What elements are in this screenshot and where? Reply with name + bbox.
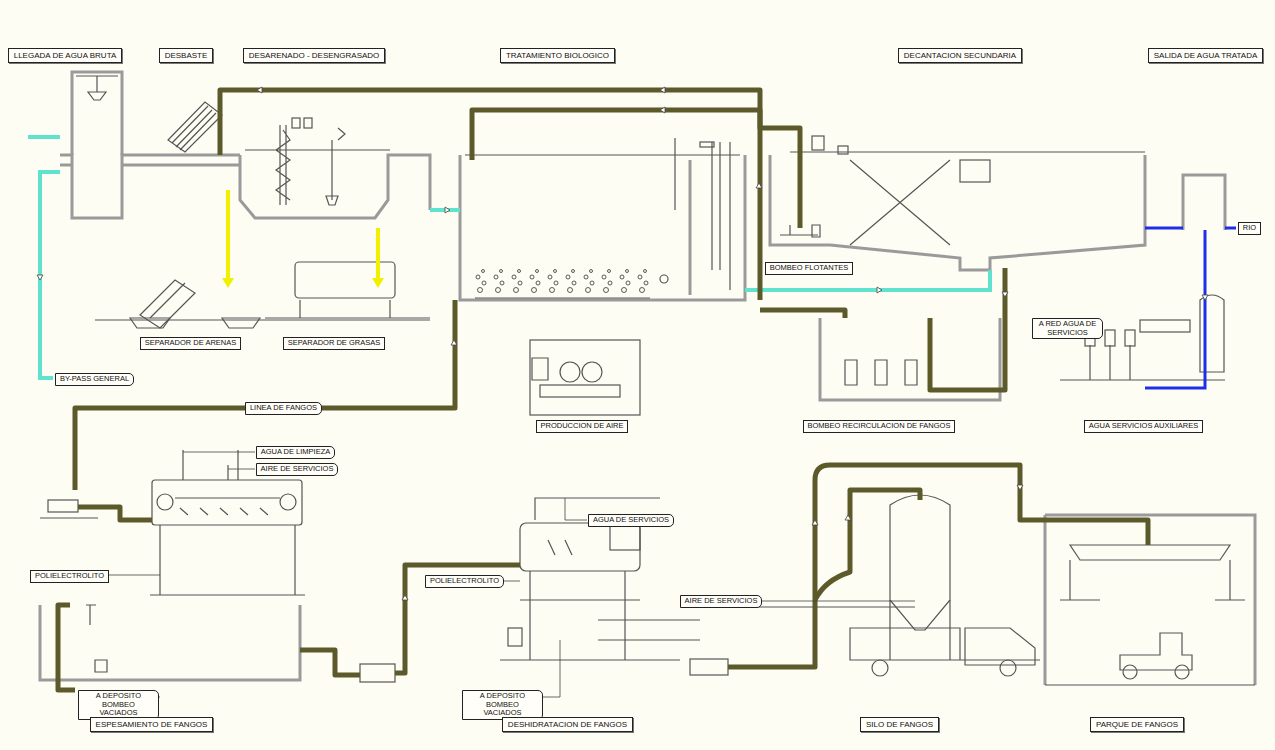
label-text: PRODUCCION DE AIRE bbox=[541, 422, 624, 431]
section-heading: SILO DE FANGOS bbox=[860, 717, 939, 732]
pipe-label: BY-PASS GENERAL bbox=[55, 373, 134, 386]
feed-arrowheads bbox=[222, 278, 384, 288]
equipment-label: AGUA SERVICIOS AUXILIARES bbox=[1084, 420, 1203, 433]
equipment-label: SEPARADOR DE GRASAS bbox=[283, 337, 385, 350]
label-text: PARQUE DE FANGOS bbox=[1096, 720, 1178, 729]
section-heading: TRATAMIENTO BIOLOGICO bbox=[500, 48, 615, 63]
aeration-bubbles bbox=[475, 270, 650, 299]
label-text: A DEPOSITO BOMBEO VACIADOS bbox=[466, 692, 539, 718]
section-heading: DECANTACION SECUNDARIA bbox=[898, 48, 1022, 63]
label-text: DECANTACION SECUNDARIA bbox=[904, 51, 1016, 60]
pipe-destination-label: A DEPOSITO BOMBEO VACIADOS bbox=[78, 690, 159, 720]
label-text: LINEA DE FANGOS bbox=[250, 404, 317, 413]
label-text: RIO bbox=[1243, 224, 1256, 233]
label-text: TRATAMIENTO BIOLOGICO bbox=[506, 51, 609, 60]
chemical-label: POLIELECTROLITO bbox=[425, 575, 504, 588]
sludge-pipes bbox=[58, 90, 1148, 690]
feed-arrows bbox=[228, 190, 378, 280]
label-text: BOMBEO RECIRCULACION DE FANGOS bbox=[808, 422, 951, 431]
outlet-label: RIO bbox=[1238, 222, 1261, 235]
label-text: AGUA DE LIMPIEZA bbox=[261, 448, 331, 457]
service-lines bbox=[102, 452, 915, 697]
label-text: DESARENADO - DESENGRASADO bbox=[249, 51, 380, 60]
pipe-destination-label: A DEPOSITO BOMBEO VACIADOS bbox=[462, 690, 543, 720]
equipment-label: BOMBEO FLOTANTES bbox=[765, 262, 853, 275]
section-heading: SALIDA DE AGUA TRATADA bbox=[1148, 48, 1263, 63]
label-text: ESPESAMIENTO DE FANGOS bbox=[96, 720, 208, 729]
label-text: BY-PASS GENERAL bbox=[60, 375, 129, 384]
chemical-label: POLIELECTROLITO bbox=[30, 570, 109, 583]
service-label: AIRE DE SERVICIOS bbox=[256, 463, 338, 476]
label-text: AGUA SERVICIOS AUXILIARES bbox=[1089, 422, 1199, 431]
equipment-label: BOMBEO RECIRCULACION DE FANGOS bbox=[803, 420, 955, 433]
label-text: A RED AGUA DE SERVICIOS bbox=[1036, 320, 1099, 337]
label-text: AIRE DE SERVICIOS bbox=[261, 465, 334, 474]
label-text: LLEGADA DE AGUA BRUTA bbox=[14, 51, 117, 60]
label-text: AIRE DE SERVICIOS bbox=[685, 597, 758, 606]
equipment-outlines bbox=[40, 76, 1255, 685]
water-pipes bbox=[28, 137, 990, 378]
label-text: DESHIDRATACION DE FANGOS bbox=[508, 720, 627, 729]
pipe-arrows bbox=[37, 87, 1208, 600]
section-heading: DESBASTE bbox=[159, 48, 213, 63]
pipe-destination-label: A RED AGUA DE SERVICIOS bbox=[1032, 318, 1103, 339]
label-text: AGUA DE SERVICIOS bbox=[593, 516, 669, 525]
service-label: AGUA DE SERVICIOS bbox=[588, 514, 674, 527]
pipe-label: LINEA DE FANGOS bbox=[245, 402, 322, 415]
label-text: DESBASTE bbox=[165, 51, 208, 60]
label-text: SILO DE FANGOS bbox=[866, 720, 933, 729]
section-heading: ESPESAMIENTO DE FANGOS bbox=[90, 717, 213, 732]
service-label: AGUA DE LIMPIEZA bbox=[256, 446, 335, 459]
label-text: SALIDA DE AGUA TRATADA bbox=[1154, 51, 1258, 60]
service-label: AIRE DE SERVICIOS bbox=[680, 595, 762, 608]
section-heading: DESARENADO - DESENGRASADO bbox=[243, 48, 385, 63]
label-text: BOMBEO FLOTANTES bbox=[770, 264, 849, 273]
label-text: POLIELECTROLITO bbox=[35, 572, 104, 581]
section-heading: PARQUE DE FANGOS bbox=[1090, 717, 1184, 732]
section-heading: LLEGADA DE AGUA BRUTA bbox=[8, 48, 122, 63]
label-text: POLIELECTROLITO bbox=[430, 577, 499, 586]
equipment-label: SEPARADOR DE ARENAS bbox=[140, 337, 241, 350]
label-text: SEPARADOR DE GRASAS bbox=[288, 339, 380, 348]
tank-structures bbox=[40, 72, 1255, 685]
label-text: SEPARADOR DE ARENAS bbox=[145, 339, 237, 348]
treated-water-pipes bbox=[1145, 228, 1236, 388]
section-heading: DESHIDRATACION DE FANGOS bbox=[502, 717, 633, 732]
equipment-label: PRODUCCION DE AIRE bbox=[536, 420, 628, 433]
label-text: A DEPOSITO BOMBEO VACIADOS bbox=[82, 692, 155, 718]
